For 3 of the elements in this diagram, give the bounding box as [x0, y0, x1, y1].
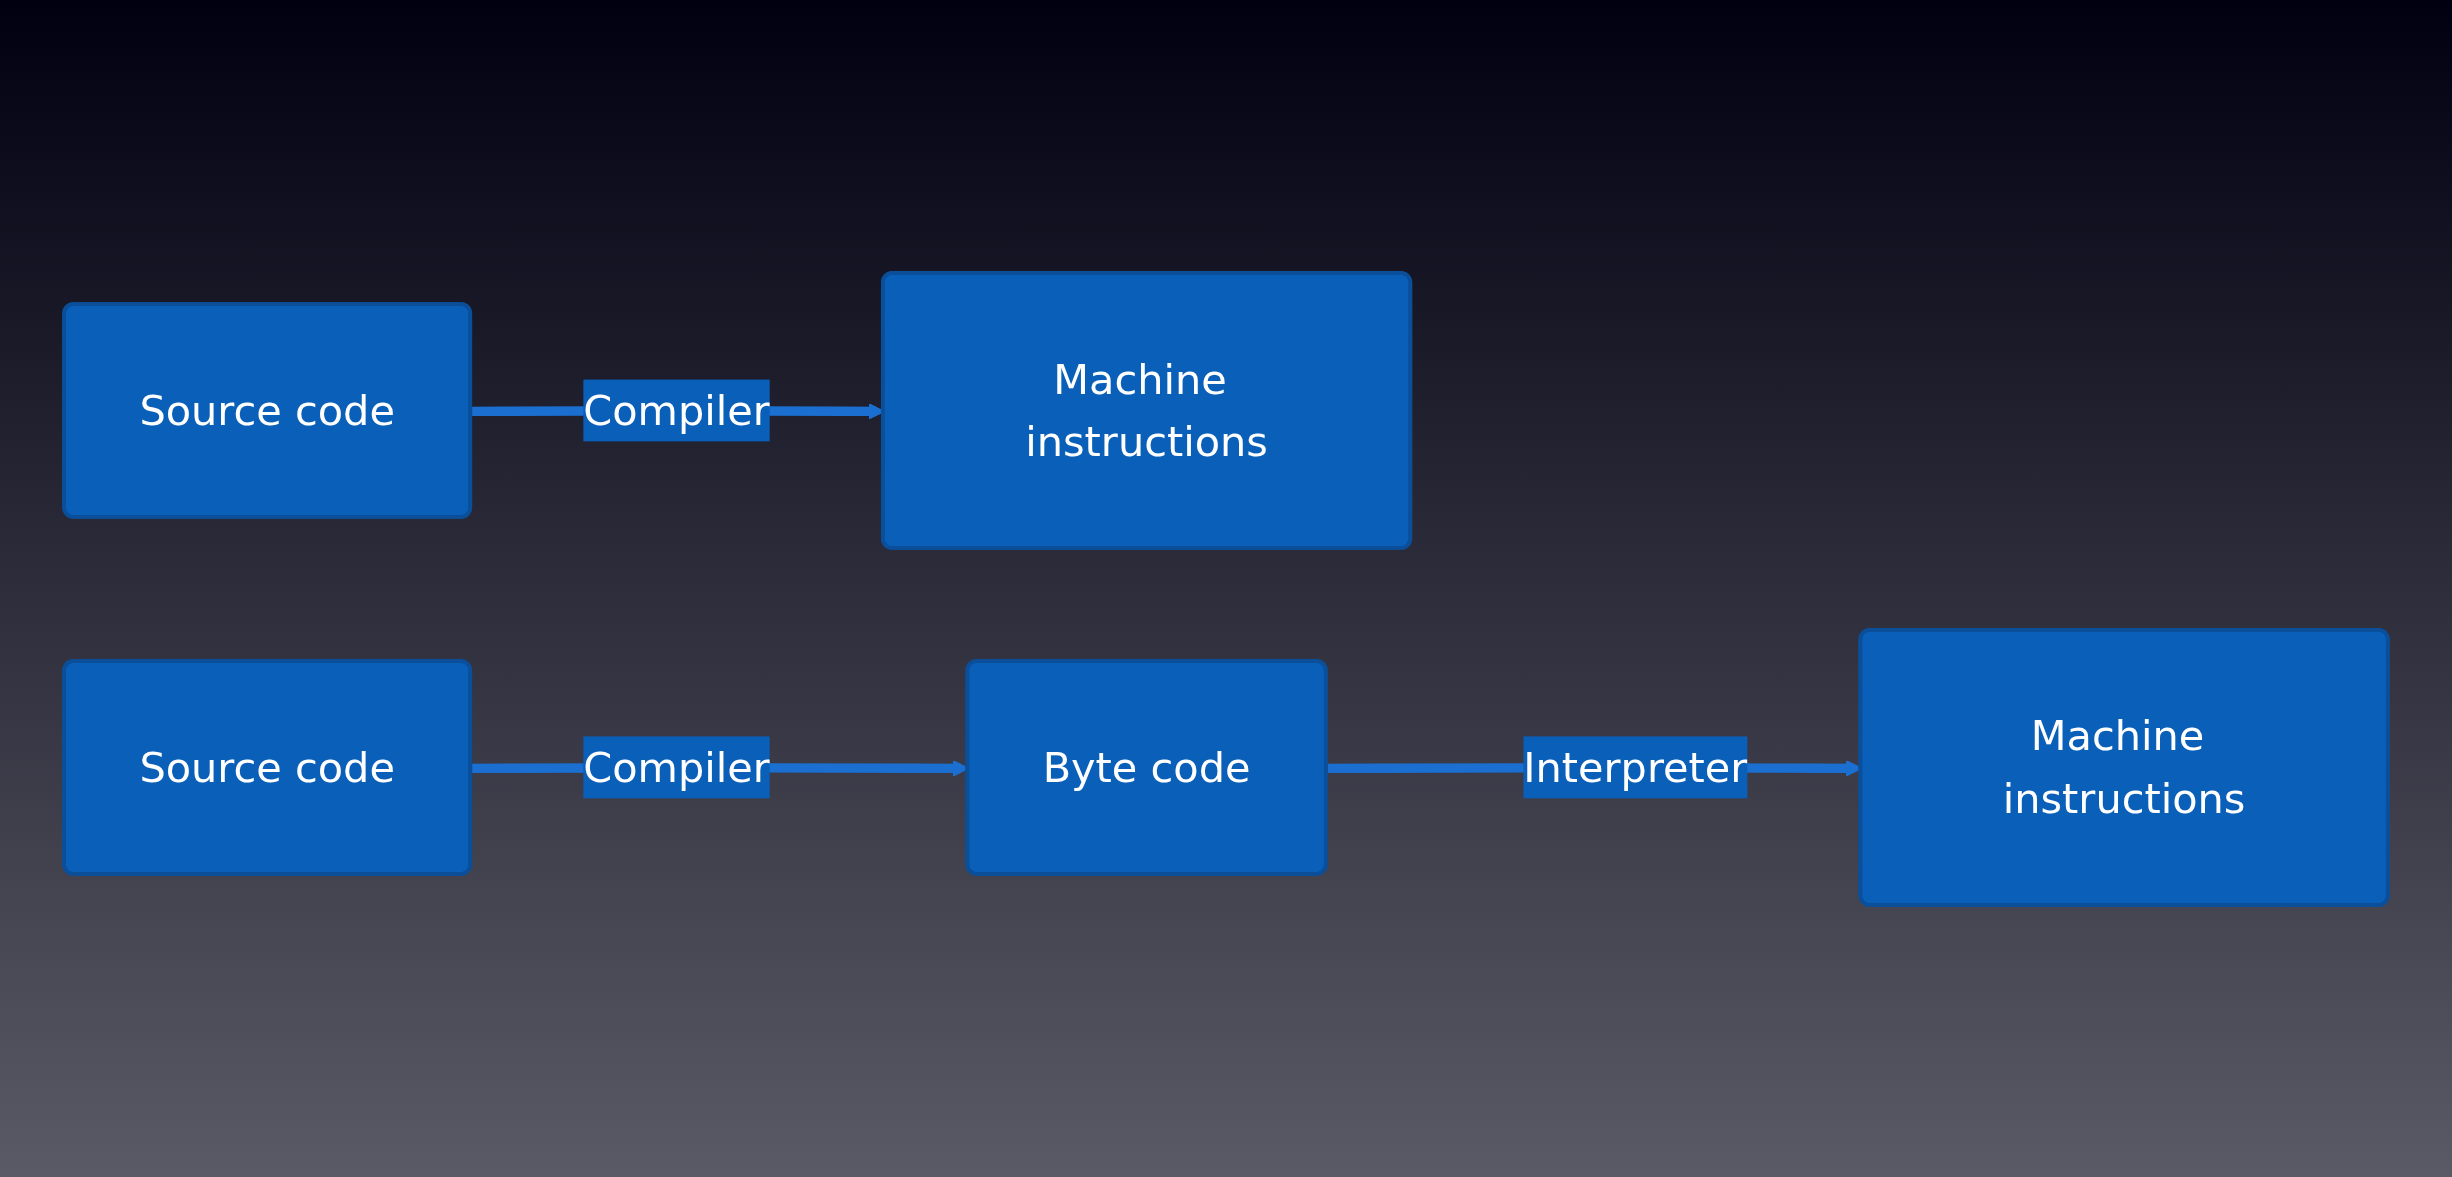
edge-label: Compiler	[583, 386, 770, 434]
edge-label: Compiler	[583, 743, 770, 791]
edge-label: Interpreter	[1523, 743, 1748, 791]
